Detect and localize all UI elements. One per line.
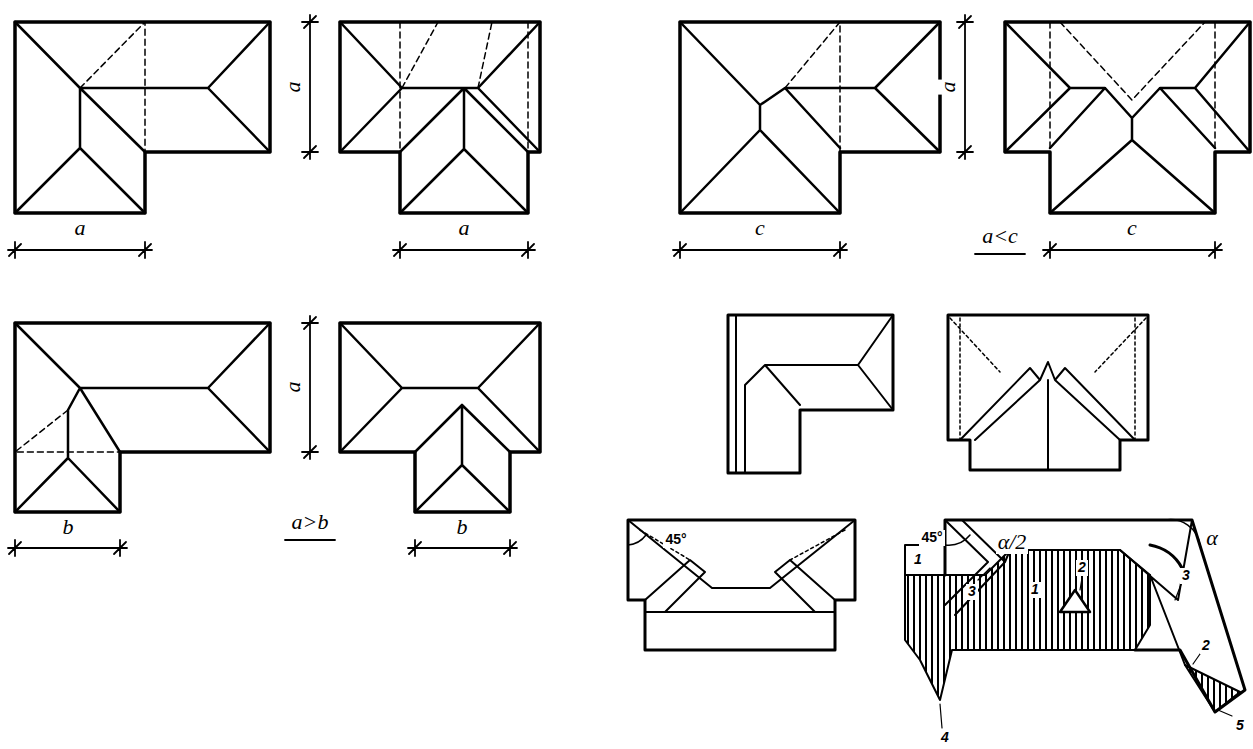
dimension-label: a — [73, 216, 88, 240]
callout-number: 2 — [1076, 560, 1088, 575]
roof-plan-gables — [948, 315, 1148, 470]
roof-plan-t-b-wing — [340, 323, 540, 512]
roof-plan-illustration — [8, 15, 1250, 728]
dimension-label: c — [753, 216, 767, 240]
roof-plan-callouts — [1150, 545, 1182, 568]
roof-plan-l-narrow-wing — [680, 22, 940, 213]
dimension-lines — [8, 15, 1222, 556]
roof-plan-hip-gables — [628, 520, 855, 612]
roof-plan-hip-gables — [640, 530, 845, 560]
roof-plan-hip-gables — [628, 520, 855, 650]
roof-plan-lean-to — [728, 315, 893, 473]
callout-number: 1 — [1029, 582, 1041, 597]
dimension-lines — [1043, 242, 1222, 258]
roof-plan-t-narrow-wings — [1005, 22, 1250, 213]
roof-plan-callouts — [945, 520, 1245, 712]
roof-plan-t-narrow-wings — [1005, 22, 1250, 213]
roof-plan-gables — [960, 362, 1135, 470]
roof-plan-callouts — [1165, 520, 1200, 545]
angle-label: α/2 — [996, 530, 1029, 554]
dimension-label: a — [936, 80, 960, 95]
roof-plan-l-b-wing — [15, 323, 270, 512]
callout-number: 5 — [1234, 718, 1246, 733]
roof-plan-callouts — [905, 520, 1245, 728]
dimension-label: a — [457, 216, 472, 240]
angle-label: α — [1204, 526, 1220, 550]
roof-plan-l-narrow-wing — [680, 22, 940, 213]
dimension-lines — [8, 540, 127, 556]
roof-plan-l-equal — [15, 22, 270, 213]
dimension-label: a — [281, 80, 305, 95]
roof-plan-callouts — [940, 568, 1232, 728]
roof-plan-t-equal — [400, 22, 528, 152]
roof-plan-l-equal — [80, 22, 145, 152]
callout-number: 4 — [939, 730, 951, 745]
dimension-lines — [393, 242, 535, 258]
roof-plan-t-b-wing — [340, 323, 540, 512]
dimension-lines — [285, 539, 335, 541]
roof-plan-t-narrow-wings — [1050, 22, 1215, 152]
dimension-label: a>b — [290, 510, 331, 534]
callout-number: 2 — [1200, 638, 1212, 653]
roof-plan-l-b-wing — [15, 410, 120, 452]
roof-plan-t-narrow-wings — [1005, 22, 1250, 213]
roof-plan-t-b-wing — [340, 323, 540, 512]
roof-plan-callouts — [905, 550, 1150, 700]
roof-plan-hip-gables — [628, 535, 646, 545]
roof-plan-l-equal — [15, 22, 270, 213]
dimension-lines — [673, 242, 847, 258]
roof-plan-l-b-wing — [15, 323, 270, 512]
roof-plan-l-narrow-wing — [680, 22, 940, 213]
dimension-label: a — [281, 380, 305, 395]
roof-plan-lean-to — [736, 315, 893, 473]
roof-plan-gables — [948, 315, 1148, 470]
dimension-label: b — [455, 515, 470, 539]
roof-plan-l-equal — [15, 22, 270, 213]
roof-plan-lean-to — [728, 315, 893, 473]
roof-plan-callouts — [945, 520, 1192, 665]
roof-plan-t-equal — [340, 22, 540, 213]
roof-plan-gables — [950, 318, 1146, 440]
angle-label: 45° — [663, 532, 688, 547]
dimension-lines — [975, 253, 1025, 255]
dimension-lines — [408, 540, 517, 556]
dimension-label: c — [1125, 216, 1139, 240]
roof-plan-t-equal — [340, 22, 540, 213]
roof-plan-hip-gables — [628, 520, 855, 650]
roof-plan-callouts — [1060, 590, 1090, 612]
dimension-lines — [8, 242, 152, 258]
roof-plan-callouts — [905, 545, 945, 575]
roof-plan-l-b-wing — [15, 323, 270, 512]
roof-plan-callouts — [945, 535, 970, 545]
callout-number: 3 — [1180, 568, 1192, 583]
roof-plan-t-equal — [340, 22, 540, 213]
dimension-label: a<c — [980, 224, 1020, 248]
callout-number: 1 — [912, 552, 924, 567]
angle-label: 45° — [919, 530, 944, 545]
dimension-label: b — [61, 515, 76, 539]
roof-plan-l-narrow-wing — [785, 22, 840, 152]
callout-number: 3 — [966, 584, 978, 599]
